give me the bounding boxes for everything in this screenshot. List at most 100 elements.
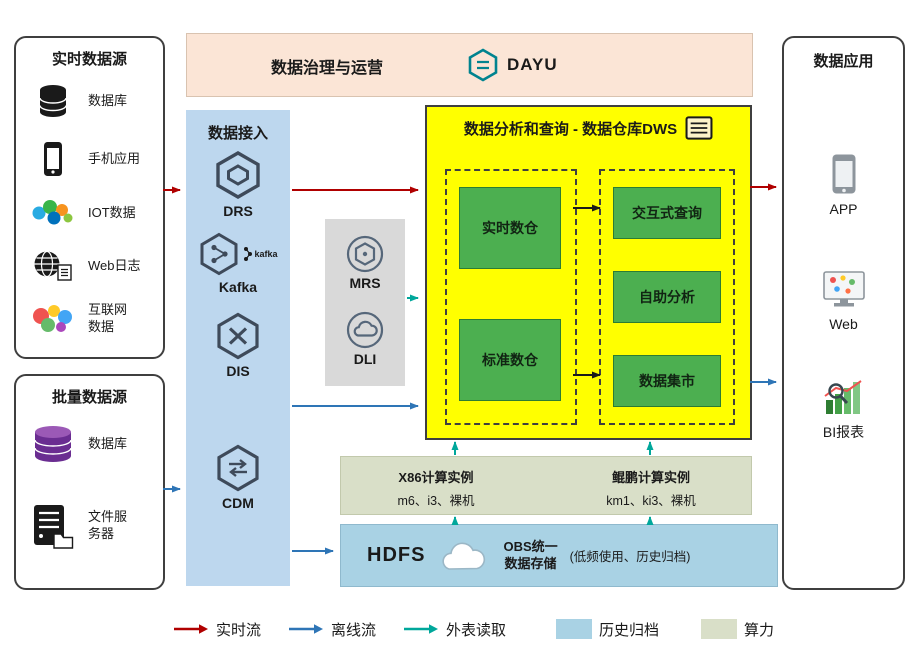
realtime-flow-arrow-icon [174, 624, 208, 634]
source-item-label: 文件服务器 [88, 509, 128, 541]
ingestion-item-kafka: kafka Kafka [186, 232, 290, 295]
dayu-hexagon-icon [467, 48, 499, 82]
batch-sources-title: 批量数据源 [51, 389, 127, 406]
compute-strip: X86计算实例 m6、i3、裸机 鲲鹏计算实例 km1、ki3、裸机 [340, 456, 752, 515]
obs-line2: 数据存储 [504, 555, 557, 571]
node-standard-warehouse: 标准数仓 [459, 319, 561, 401]
ingestion-item-label: Kafka [218, 279, 258, 295]
node-data-mart: 数据集市 [613, 355, 721, 407]
internet-data-icon [24, 303, 82, 335]
middleware-panel: MRS DLI [325, 219, 405, 386]
dayu-logo-text: DAYU [507, 55, 558, 74]
dayu-logo: DAYU [467, 48, 558, 82]
source-item-label: 手机应用 [88, 150, 141, 166]
ingestion-title: 数据接入 [207, 125, 268, 142]
compute-kunpeng-title: 鲲鹏计算实例 [611, 470, 690, 485]
kafka-glyph-icon [244, 247, 253, 261]
source-item-label: 数据库 [88, 435, 128, 451]
storage-strip: HDFS OBS统一 数据存储 (低频使用、历史归档) [340, 524, 778, 587]
smartphone-icon [831, 153, 857, 195]
legend-item-realtime-flow: 实时流 [173, 617, 261, 641]
compute-x86-title: X86计算实例 [398, 470, 474, 485]
dws-title: 数据分析和查询 - 数据仓库DWS [463, 120, 678, 138]
node-interactive-query: 交互式查询 [613, 187, 721, 239]
source-item-label: 互联网数据 [88, 302, 128, 334]
ingestion-item-cdm: CDM [186, 444, 290, 511]
legend-item-offline-flow: 离线流 [288, 617, 376, 641]
cdm-hexagon-icon [215, 444, 261, 492]
app-item-label: APP [829, 201, 858, 217]
compute-x86-models: m6、i3、裸机 [397, 494, 475, 508]
legend-label: 外表读取 [446, 621, 507, 639]
obs-cloud-icon [437, 539, 491, 573]
legend-label: 实时流 [216, 621, 262, 639]
node-self-service-analysis: 自助分析 [613, 271, 721, 323]
source-item-iot: IOT数据 [24, 190, 136, 236]
offline-flow-arrow-icon [289, 624, 323, 634]
dws-panel: 数据分析和查询 - 数据仓库DWS 实时数仓 标准数仓 交互式查询 自助分析 数… [425, 105, 752, 440]
kafka-logo: kafka [243, 246, 278, 262]
source-item-batch-database: 数据库 [24, 418, 127, 470]
middleware-item-label: DLI [353, 351, 377, 367]
realtime-sources-panel: 实时数据源 数据库 手机应用 [14, 36, 165, 359]
dis-hexagon-icon [215, 312, 261, 360]
app-item-web: Web [784, 270, 903, 332]
compute-kunpeng-models: km1、ki3、裸机 [606, 494, 696, 508]
kafka-hexagon-icon [198, 232, 240, 276]
governance-banner: 数据治理与运营 DAYU [186, 33, 753, 97]
obs-storage-label: OBS统一 数据存储 [503, 539, 557, 573]
app-item-label: BI报表 [822, 424, 865, 440]
hdfs-label: HDFS [367, 544, 426, 566]
obs-note: (低频使用、历史归档) [569, 550, 691, 564]
source-item-file-server: 文件服务器 [24, 498, 130, 554]
ingestion-item-drs: DRS [186, 150, 290, 219]
obs-line1: OBS统一 [503, 538, 558, 554]
app-item-bi-report: BI报表 [784, 378, 903, 442]
batch-sources-panel: 批量数据源 数据库 文件服务器 [14, 374, 165, 590]
kafka-logo-text: kafka [254, 249, 278, 259]
legend-label: 算力 [744, 621, 775, 639]
database-icon [24, 83, 82, 119]
document-icon [685, 116, 713, 140]
app-item-app: APP [784, 153, 903, 217]
legend-label: 离线流 [331, 621, 377, 639]
bi-report-icon [821, 378, 867, 416]
source-item-database: 数据库 [24, 78, 127, 124]
legend-item-external-read: 外表读取 [403, 617, 506, 641]
compute-kunpeng: 鲲鹏计算实例 km1、ki3、裸机 [571, 467, 731, 509]
ingestion-item-label: DRS [223, 203, 253, 219]
file-server-icon [24, 503, 82, 549]
middleware-item-dli: DLI [325, 311, 405, 367]
middleware-item-mrs: MRS [325, 235, 405, 291]
service-group: 交互式查询 自助分析 数据集市 [599, 169, 735, 425]
ingestion-item-dis: DIS [186, 312, 290, 379]
ingestion-item-label: DIS [226, 363, 250, 379]
warehouse-group: 实时数仓 标准数仓 [445, 169, 577, 425]
drs-hexagon-icon [214, 150, 262, 200]
database-stack-icon [24, 423, 82, 465]
dws-header: 数据分析和查询 - 数据仓库DWS [427, 107, 750, 140]
external-read-arrow-icon [404, 624, 438, 634]
ingestion-panel: 数据接入 DRS [186, 110, 290, 586]
compute-swatch [701, 619, 737, 639]
middleware-item-label: MRS [349, 275, 381, 291]
applications-panel: 数据应用 APP [782, 36, 905, 590]
realtime-sources-title: 实时数据源 [51, 51, 127, 68]
source-item-label: Web日志 [88, 257, 141, 273]
applications-title: 数据应用 [813, 53, 874, 70]
legend-item-compute: 算力 [701, 617, 774, 641]
source-item-web-log: Web日志 [24, 243, 141, 289]
phone-icon [24, 141, 82, 177]
archive-swatch [556, 619, 592, 639]
governance-title: 数据治理与运营 [271, 60, 384, 77]
iot-icon [24, 198, 82, 228]
mrs-badge-icon [346, 235, 384, 273]
legend-label: 历史归档 [599, 621, 660, 639]
source-item-label: 数据库 [88, 92, 128, 108]
source-item-mobile-app: 手机应用 [24, 136, 140, 182]
compute-x86: X86计算实例 m6、i3、裸机 [351, 467, 521, 509]
legend-item-archive: 历史归档 [556, 617, 659, 641]
source-item-internet-data: 互联网数据 [24, 296, 130, 342]
ingestion-item-label: CDM [222, 495, 254, 511]
